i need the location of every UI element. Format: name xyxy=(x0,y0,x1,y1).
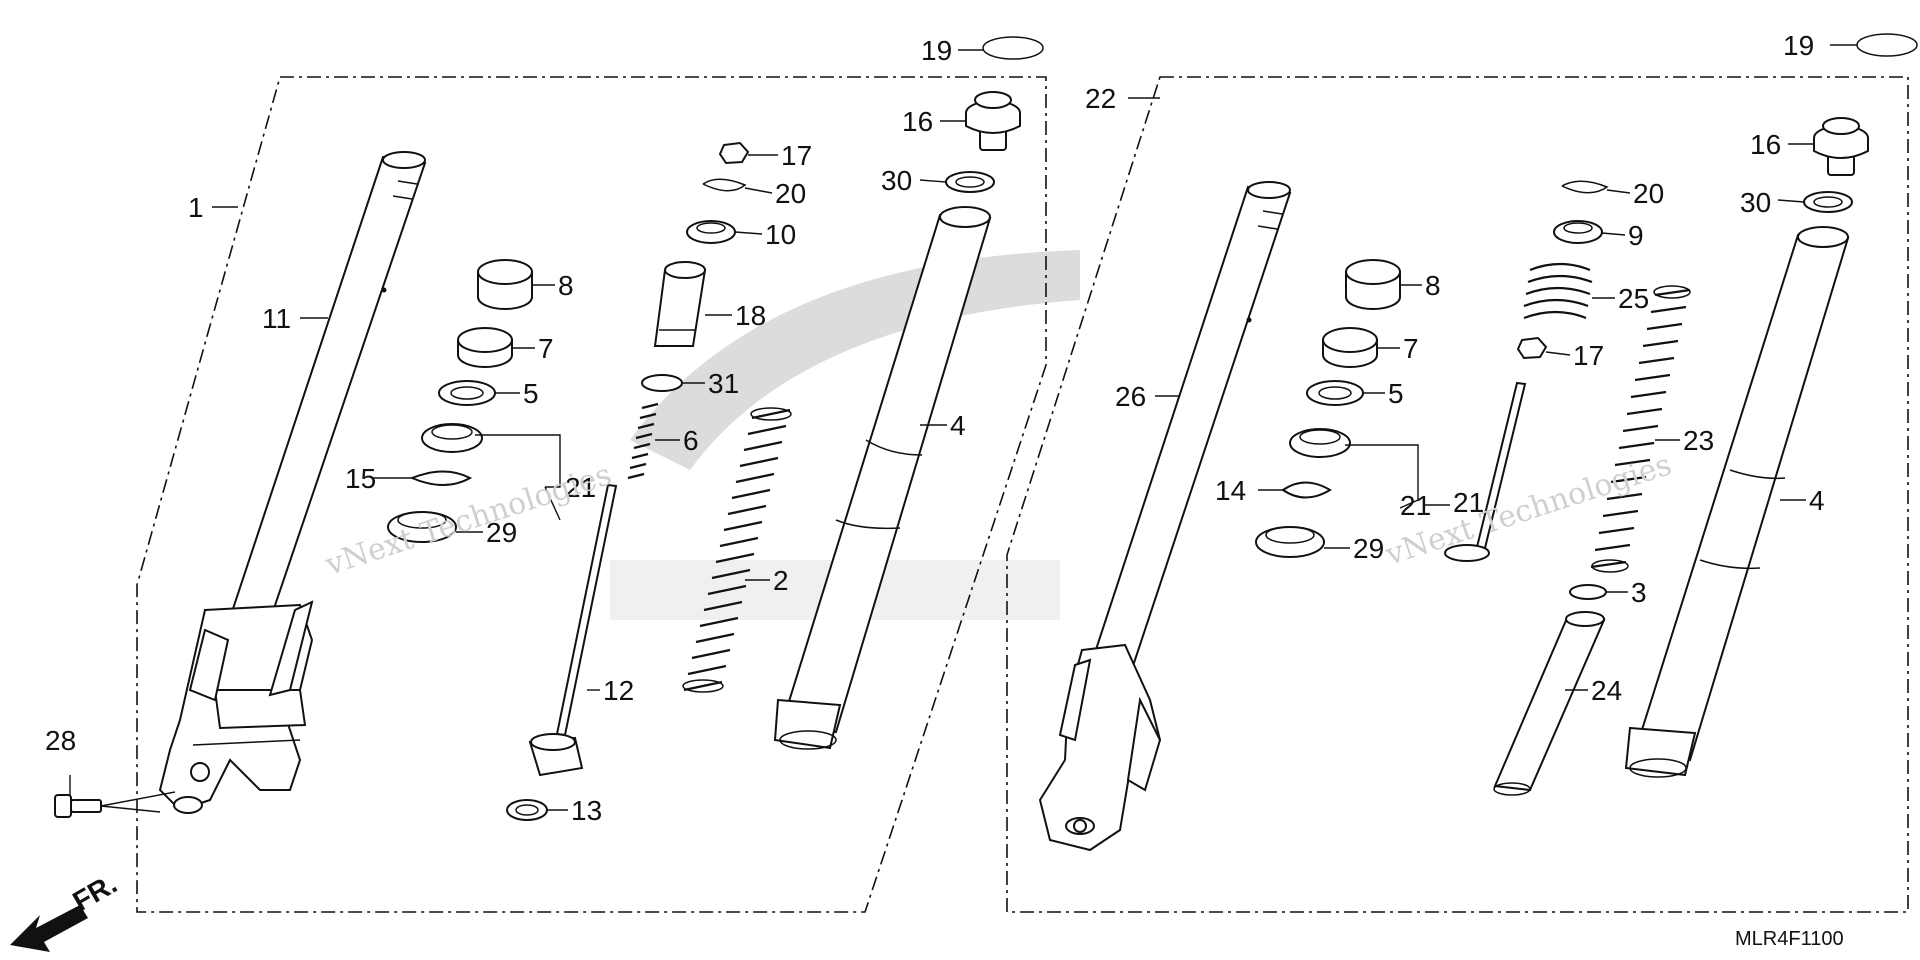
callout-21: 21 xyxy=(1453,487,1484,518)
callout-5: 5 xyxy=(523,378,539,409)
diagram-code: MLR4F1100 xyxy=(1735,928,1844,950)
outer-tube-11 xyxy=(208,151,427,687)
spring-6-left xyxy=(627,402,659,480)
seal-5-right xyxy=(1306,380,1364,406)
dust-seal-29-right xyxy=(1255,526,1325,558)
left-assembly-outline xyxy=(136,76,1047,913)
callout-20: 20 xyxy=(1633,178,1664,209)
callout-19: 19 xyxy=(1783,30,1814,61)
axle-bracket-right xyxy=(1038,643,1162,852)
callout-9: 9 xyxy=(1628,220,1644,251)
spring-25-right xyxy=(1523,262,1593,320)
nut-17-right xyxy=(1516,336,1548,360)
callout-4: 4 xyxy=(950,410,966,441)
callout-30: 30 xyxy=(1740,187,1771,218)
spring-23-right xyxy=(1590,285,1691,573)
ring-30-left xyxy=(945,171,995,193)
callout-1: 1 xyxy=(188,192,204,223)
callout-22: 22 xyxy=(1085,83,1116,114)
callout-21: 21 xyxy=(565,472,596,503)
callout-7: 7 xyxy=(538,333,554,364)
bushing-7-left xyxy=(457,327,513,368)
callout-24: 24 xyxy=(1591,675,1622,706)
snap-ring-19-left xyxy=(982,36,1044,60)
callout-16: 16 xyxy=(1750,129,1781,160)
callout-31: 31 xyxy=(708,368,739,399)
callout-5: 5 xyxy=(1388,378,1404,409)
callout-12: 12 xyxy=(603,675,634,706)
callout-30: 30 xyxy=(881,165,912,196)
clip-20-right xyxy=(1561,180,1609,194)
callout-10: 10 xyxy=(765,219,796,250)
oil-seal-21-right xyxy=(1289,428,1351,458)
callout-29: 29 xyxy=(1353,533,1384,564)
callout-15: 15 xyxy=(345,463,376,494)
right-assembly-outline xyxy=(1006,76,1909,913)
rod-right xyxy=(1444,381,1527,562)
inner-tube-4-left xyxy=(773,206,992,750)
washer-9-right xyxy=(1553,220,1603,244)
callout-8: 8 xyxy=(1425,270,1441,301)
snap-ring-19-right xyxy=(1856,33,1918,57)
callout-17: 17 xyxy=(1573,340,1604,371)
callout-21: 21 xyxy=(1400,490,1431,521)
outer-tube-26 xyxy=(1083,181,1292,692)
inner-tube-4-right xyxy=(1624,226,1850,778)
callout-4: 4 xyxy=(1809,485,1825,516)
fork-spring-2-left xyxy=(682,407,792,693)
bushing-7-right xyxy=(1322,327,1378,368)
clip-20-left xyxy=(702,178,747,192)
axle-bracket-left xyxy=(158,600,314,814)
oring-31-left xyxy=(641,374,683,392)
top-cap-16-right xyxy=(1813,117,1869,176)
washer-13-left xyxy=(506,799,548,821)
callout-14: 14 xyxy=(1215,475,1246,506)
callout-6: 6 xyxy=(683,425,699,456)
front-direction-indicator: FR. xyxy=(10,868,122,952)
callout-8: 8 xyxy=(558,270,574,301)
seal-5-left xyxy=(438,380,496,406)
front-arrow-icon xyxy=(10,905,88,952)
collar-18-left xyxy=(653,261,707,347)
callout-7: 7 xyxy=(1403,333,1419,364)
callout-28: 28 xyxy=(45,725,76,756)
callout-2: 2 xyxy=(773,565,789,596)
clip-15-left xyxy=(409,470,473,486)
oil-seal-21-left xyxy=(421,423,483,453)
callout-19: 19 xyxy=(921,35,952,66)
callout-18: 18 xyxy=(735,300,766,331)
washer-10-left xyxy=(686,220,736,244)
nut-17-left xyxy=(718,141,750,165)
ring-30-right xyxy=(1803,191,1853,213)
tube-24-right xyxy=(1493,611,1606,796)
top-cap-16-left xyxy=(965,91,1021,151)
clip-14-right xyxy=(1281,481,1332,499)
callout-23: 23 xyxy=(1683,425,1714,456)
callout-16: 16 xyxy=(902,106,933,137)
callout-3: 3 xyxy=(1631,577,1647,608)
oring-3-right xyxy=(1569,584,1607,600)
leader-lines-right xyxy=(1128,44,1857,691)
callout-17: 17 xyxy=(781,140,812,171)
bolt-28 xyxy=(54,791,176,818)
damper-rod-12-left xyxy=(528,483,618,777)
callout-11: 11 xyxy=(262,303,291,334)
dust-seal-29-left xyxy=(387,511,457,543)
bushing-8-right xyxy=(1345,259,1401,310)
callout-29: 29 xyxy=(486,517,517,548)
callout-25: 25 xyxy=(1618,283,1649,314)
callout-13: 13 xyxy=(571,795,602,826)
callout-20: 20 xyxy=(775,178,806,209)
leader-lines-left xyxy=(69,49,983,811)
callout-26: 26 xyxy=(1115,381,1146,412)
bushing-8-left xyxy=(477,259,533,310)
